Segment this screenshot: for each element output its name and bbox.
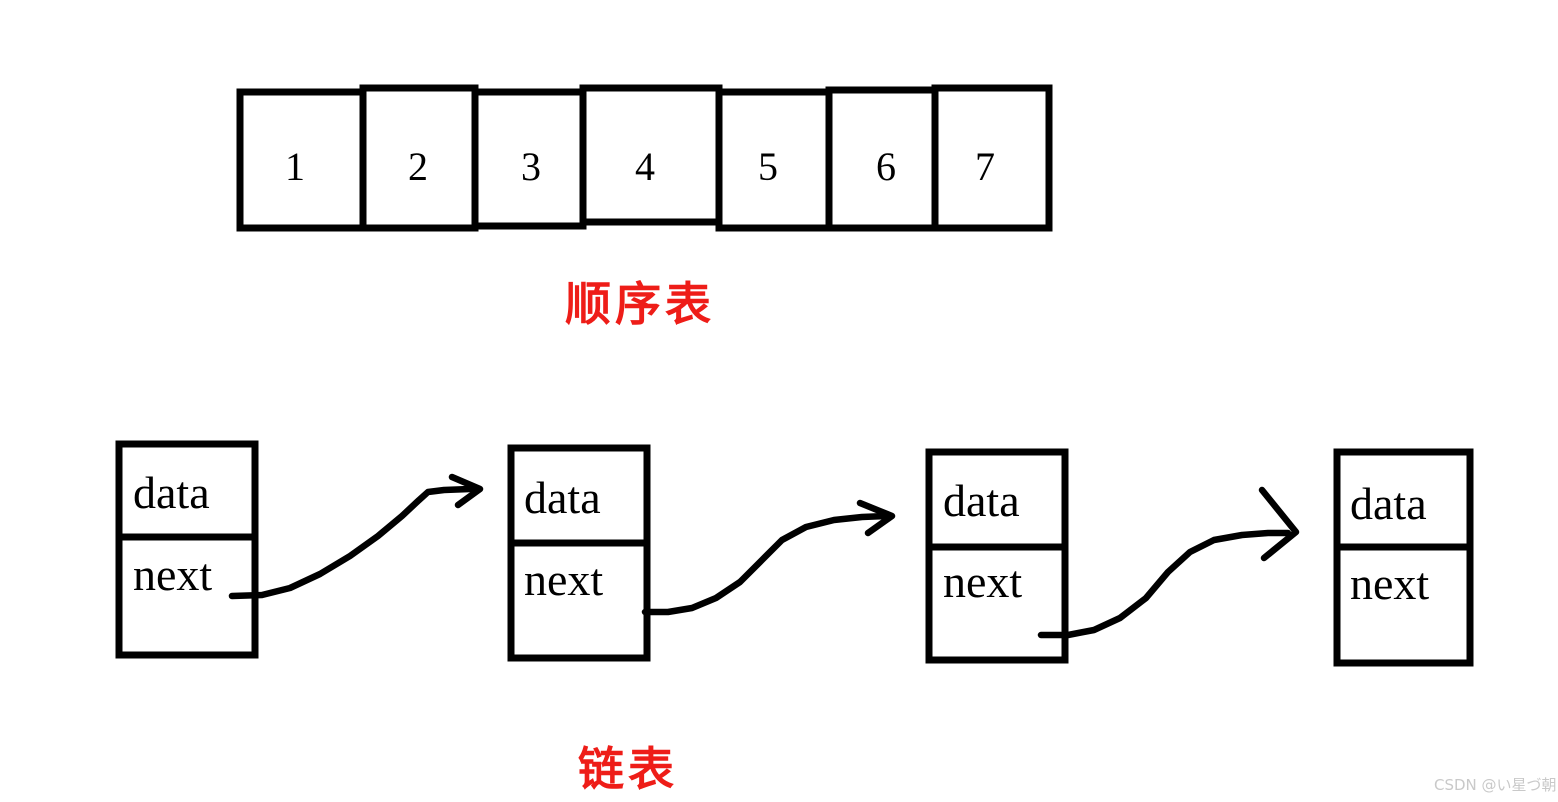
array-cell-value-7: 7	[975, 144, 995, 189]
array-cell-value-6: 6	[876, 144, 896, 189]
next-pointer-arrow-2-to-3-head	[856, 499, 896, 537]
array-cell-value-3: 3	[521, 144, 541, 189]
list-node-2-data-label: data	[524, 472, 601, 523]
array-cell-value-2: 2	[408, 144, 428, 189]
linked-list-arrows	[228, 473, 1300, 639]
next-pointer-arrow-3-to-4	[1037, 529, 1292, 639]
array-cell-6	[825, 86, 939, 232]
array-cell-value-5: 5	[758, 144, 778, 189]
list-node-3-data-label: data	[943, 475, 1020, 526]
list-node-1	[115, 440, 259, 659]
array-cell-2	[359, 84, 479, 232]
array-cell-7	[931, 84, 1053, 232]
next-pointer-arrow-1-to-2-head	[448, 473, 484, 509]
array-cell-5	[715, 88, 833, 232]
list-node-3	[925, 448, 1069, 664]
array-cell-1	[236, 88, 367, 232]
list-node-1-data-label: data	[133, 467, 210, 518]
csdn-watermark: CSDN @い星づ朝	[1434, 776, 1557, 794]
list-node-4	[1333, 448, 1474, 667]
array-cell-4	[579, 84, 723, 226]
array-cell-value-4: 4	[635, 144, 655, 189]
list-node-4-data-label: data	[1350, 478, 1427, 529]
list-node-2	[507, 444, 651, 662]
next-pointer-arrow-2-to-3	[641, 512, 890, 616]
list-node-4-next-label: next	[1350, 558, 1429, 609]
list-node-3-next-label: next	[943, 556, 1022, 607]
sequential-list-caption: 顺序表	[565, 277, 715, 331]
next-pointer-arrow-1-to-2	[228, 485, 482, 600]
next-pointer-arrow-3-to-4-head	[1258, 486, 1300, 562]
sequential-list-diagram: 1 2 3 4 5 6 7	[236, 84, 1053, 232]
linked-list-caption: 链表	[578, 742, 678, 796]
list-node-2-next-label: next	[524, 554, 603, 605]
array-cell-3	[471, 88, 587, 230]
list-node-1-next-label: next	[133, 549, 212, 600]
linked-list-diagram: data next data next data next data next	[115, 440, 1474, 667]
array-cell-value-1: 1	[285, 144, 305, 189]
